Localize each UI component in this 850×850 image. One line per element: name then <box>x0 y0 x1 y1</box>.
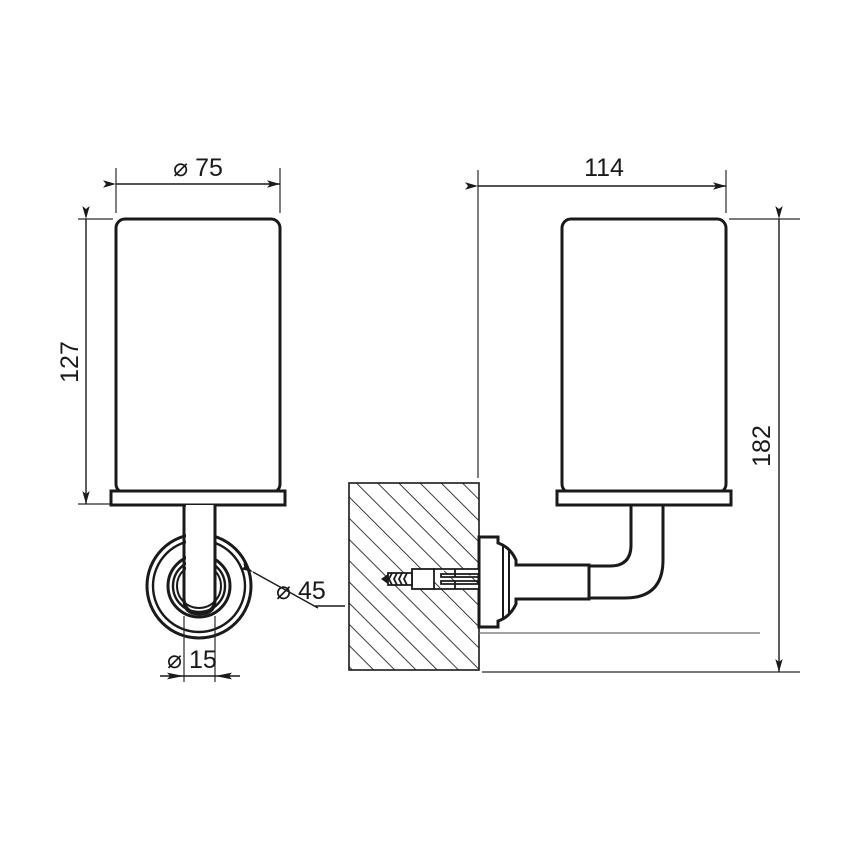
curved-arm <box>589 505 665 600</box>
dimension-height-127: 127 <box>56 206 113 505</box>
tumbler-cup <box>114 217 282 495</box>
dimension-label-projection-114: 114 <box>584 154 624 182</box>
dimension-diameter-15: ⌀ 15 <box>160 616 240 682</box>
dimension-label-diameter-75: ⌀ 75 <box>173 154 223 182</box>
screw <box>381 572 413 586</box>
dimension-height-182: 182 <box>482 206 800 673</box>
cup-base-rim <box>109 489 287 507</box>
cup-base-rim <box>555 489 733 507</box>
dimension-diameter-75: ⌀ 75 <box>103 154 281 213</box>
dimension-label-diameter-45: ⌀ 45 <box>276 577 326 605</box>
dimension-projection-114: 114 <box>465 154 727 478</box>
front-view: ⌀ 75 127 ⌀ 45 ⌀ 15 <box>56 154 345 682</box>
escutcheon <box>477 535 591 629</box>
dimension-label-height-182: 182 <box>748 425 776 467</box>
wall-anchor <box>411 568 480 590</box>
dimension-diameter-45: ⌀ 45 <box>239 562 345 609</box>
dimension-label-height-127: 127 <box>56 341 84 383</box>
side-view: 114 182 <box>348 154 800 673</box>
dimension-label-diameter-15: ⌀ 15 <box>167 646 217 674</box>
stem-post-overlay <box>182 505 217 615</box>
tumbler-cup <box>560 217 728 495</box>
